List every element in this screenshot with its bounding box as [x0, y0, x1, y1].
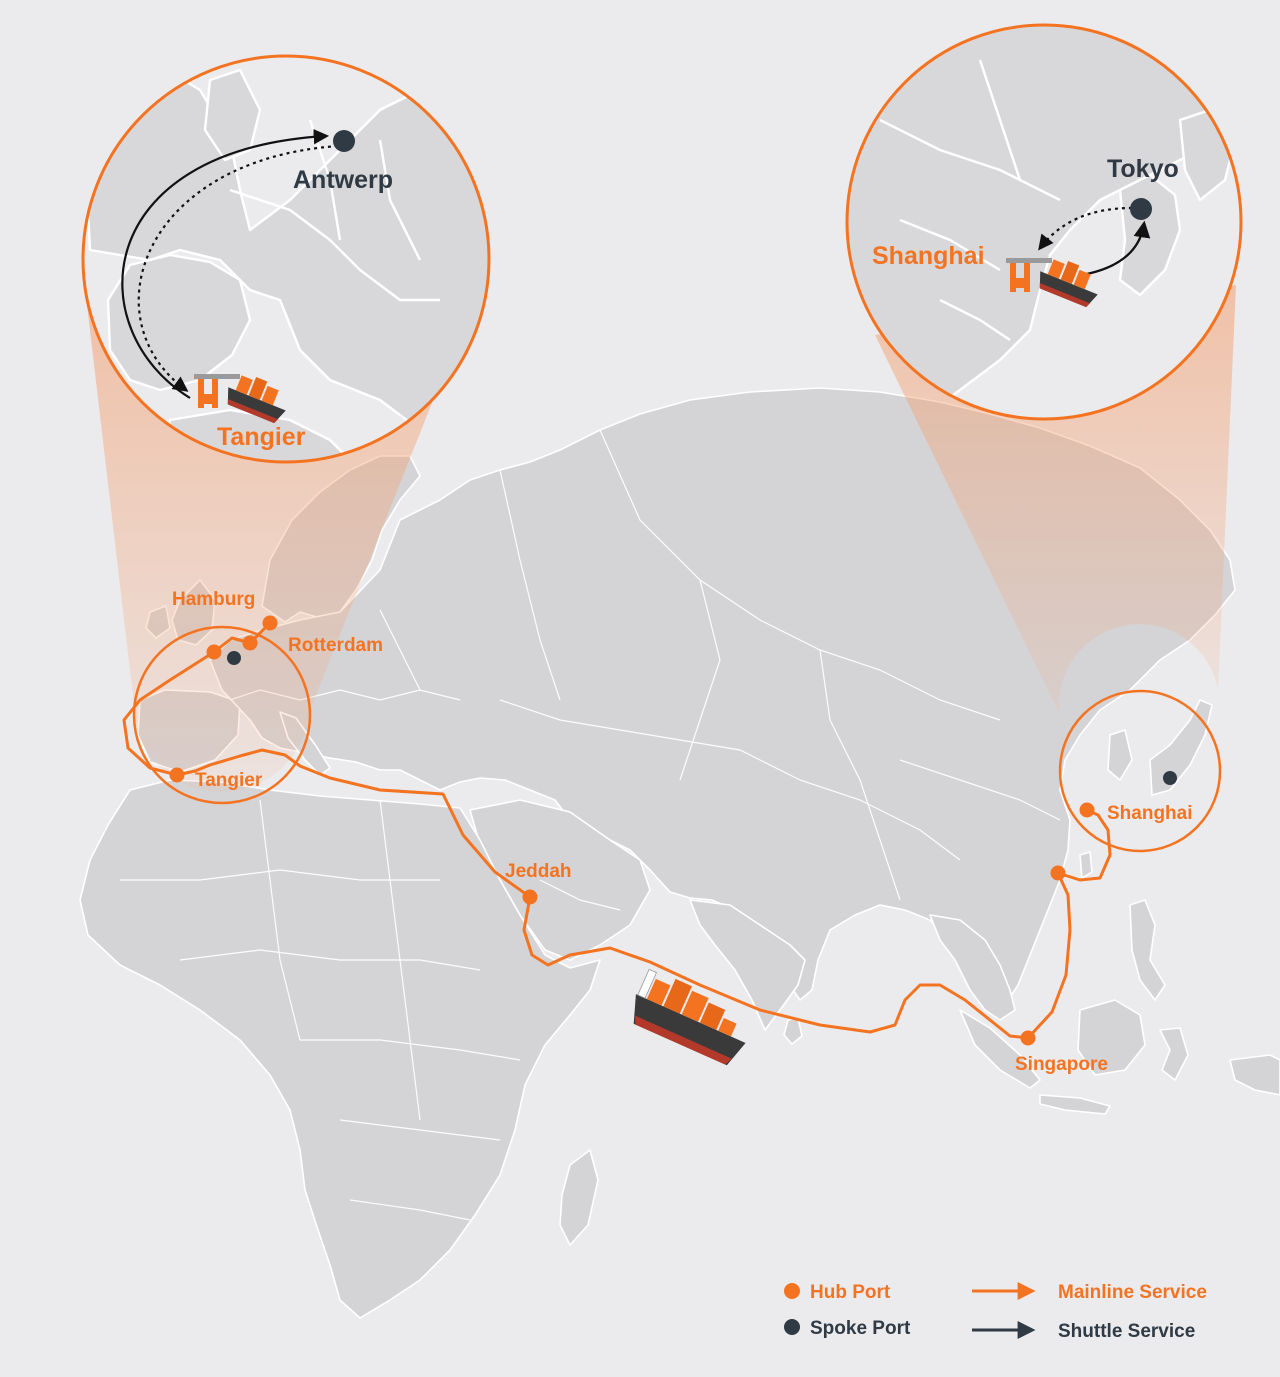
europe-zoom-ring	[132, 625, 312, 805]
antwerp-inset-dot	[333, 130, 355, 152]
philippines-land	[1129, 899, 1166, 1001]
legend-mainline-service: Mainline Service	[1058, 1282, 1207, 1303]
taiwan-land	[1079, 851, 1093, 879]
legend-spoke-dot	[784, 1319, 800, 1335]
legend-hub-port: Hub Port	[810, 1282, 891, 1303]
asia-inset: Tokyo Shanghai	[845, 23, 1243, 421]
container-ship-icon	[227, 375, 286, 424]
label-antwerp-inset: Antwerp	[293, 166, 393, 194]
container-ship-icon	[633, 968, 746, 1066]
label-jeddah: Jeddah	[505, 861, 572, 882]
tokyo-spoke-dot	[1163, 771, 1177, 785]
tangier-dot	[169, 767, 185, 783]
hub-port-dots	[169, 615, 1095, 1046]
madagascar-land	[559, 1149, 599, 1246]
africa-land	[79, 779, 601, 1319]
europe-inset: Antwerp Tangier	[81, 54, 491, 464]
singapore-dot	[1020, 1030, 1036, 1046]
rotterdam-dot	[242, 635, 258, 651]
tokyo-inset-dot	[1130, 198, 1152, 220]
border-lines	[120, 429, 1061, 1221]
label-tokyo-inset: Tokyo	[1107, 155, 1179, 183]
srilanka-land	[783, 1017, 803, 1045]
legend-spoke-port: Spoke Port	[810, 1318, 911, 1339]
sumatra-land	[959, 1009, 1041, 1089]
label-singapore: Singapore	[1015, 1054, 1108, 1075]
legend-hub-dot	[784, 1283, 800, 1299]
japan-land	[1149, 699, 1213, 796]
indochina-land	[929, 914, 1016, 1021]
asia-shuttle-dotted	[1038, 206, 1133, 251]
jeddah-dot	[522, 889, 538, 905]
europe-shuttle-dotted	[137, 144, 339, 392]
legend: Hub Port Spoke Port Mainline Service Shu…	[784, 1282, 1207, 1342]
shanghai-dot	[1079, 802, 1095, 818]
china-hub-dot	[1050, 865, 1066, 881]
java-land	[1039, 1094, 1111, 1115]
container-ship-icon	[1039, 259, 1098, 308]
europe-hub-dot	[206, 644, 222, 660]
port-crane-icon	[1006, 258, 1052, 292]
asia-shuttle-solid	[1081, 220, 1151, 277]
europe-shuttle-solid	[121, 129, 330, 399]
mainline-route	[122, 621, 1112, 1040]
port-crane-icon	[194, 374, 240, 408]
asia-zoom-ring	[1058, 689, 1222, 853]
label-hamburg: Hamburg	[172, 589, 255, 610]
hamburg-dot	[262, 615, 278, 631]
antwerp-spoke-dot	[227, 651, 241, 665]
sulawesi-land	[1159, 1027, 1189, 1081]
europe-inset-land	[83, 58, 489, 462]
label-shanghai: Shanghai	[1107, 803, 1193, 824]
label-tangier: Tangier	[195, 770, 263, 791]
korea-land	[1107, 729, 1133, 781]
label-tangier-inset: Tangier	[217, 423, 306, 451]
label-shanghai-inset: Shanghai	[872, 242, 985, 270]
label-rotterdam: Rotterdam	[288, 635, 383, 656]
borneo-land	[1077, 999, 1146, 1076]
newguinea-land	[1229, 1054, 1280, 1096]
legend-shuttle-service: Shuttle Service	[1058, 1321, 1195, 1342]
india-land	[689, 899, 806, 1031]
